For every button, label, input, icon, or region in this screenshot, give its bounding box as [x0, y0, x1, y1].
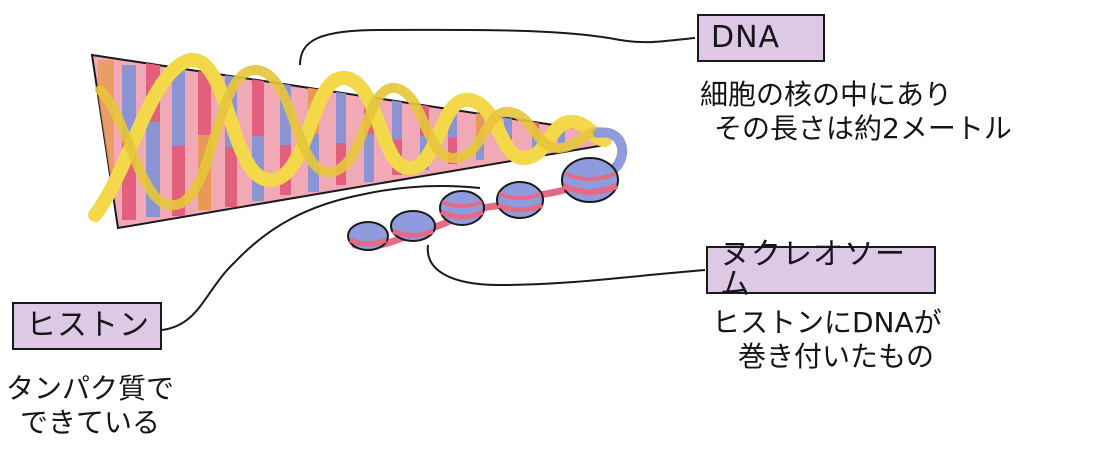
dna-caption: 細胞の核の中にあり その長さは約2メートル — [700, 78, 1012, 145]
nucleosome-bead-3 — [439, 190, 485, 226]
nucleosome-title: ヌクレオソーム — [720, 237, 906, 302]
histone-title: ヒストン — [26, 308, 150, 343]
nucleosome-bead-2 — [390, 210, 436, 242]
nucleosome-caption-line-2: 巻き付いたもの — [738, 339, 935, 373]
dna-caption-line-2: その長さは約2メートル — [714, 111, 1012, 145]
dna-label-box: DNA — [697, 14, 825, 62]
dna-tail — [593, 127, 628, 177]
leader-line-nucleosome — [426, 244, 706, 287]
nucleosome-bead-5 — [561, 157, 619, 203]
dna-strand-yellow-1 — [88, 53, 612, 222]
histone-caption: タンパク質で できている — [6, 372, 174, 439]
histone-caption-line-1: タンパク質で — [6, 372, 175, 405]
leader-line-histone — [161, 185, 481, 331]
histone-caption-line-2: できている — [20, 405, 161, 439]
leader-line-dna — [299, 28, 696, 66]
dna-strand-yellow-2 — [95, 64, 605, 211]
nucleosome-bead-4 — [496, 181, 544, 219]
nucleosome-caption: ヒストンにDNAが 巻き付いたもの — [712, 306, 942, 373]
dna-double-helix — [88, 53, 612, 230]
nucleosome-label-box: ヌクレオソーム — [706, 240, 936, 300]
dna-caption-line-1: 細胞の核の中にあり — [700, 78, 953, 111]
histone-label-box: ヒストン — [12, 302, 162, 350]
dna-title: DNA — [711, 20, 781, 55]
nucleosome-caption-line-1: ヒストンにDNAが — [712, 306, 942, 339]
nucleosome-chain — [347, 157, 619, 251]
nucleosome-bead-1 — [347, 221, 389, 251]
